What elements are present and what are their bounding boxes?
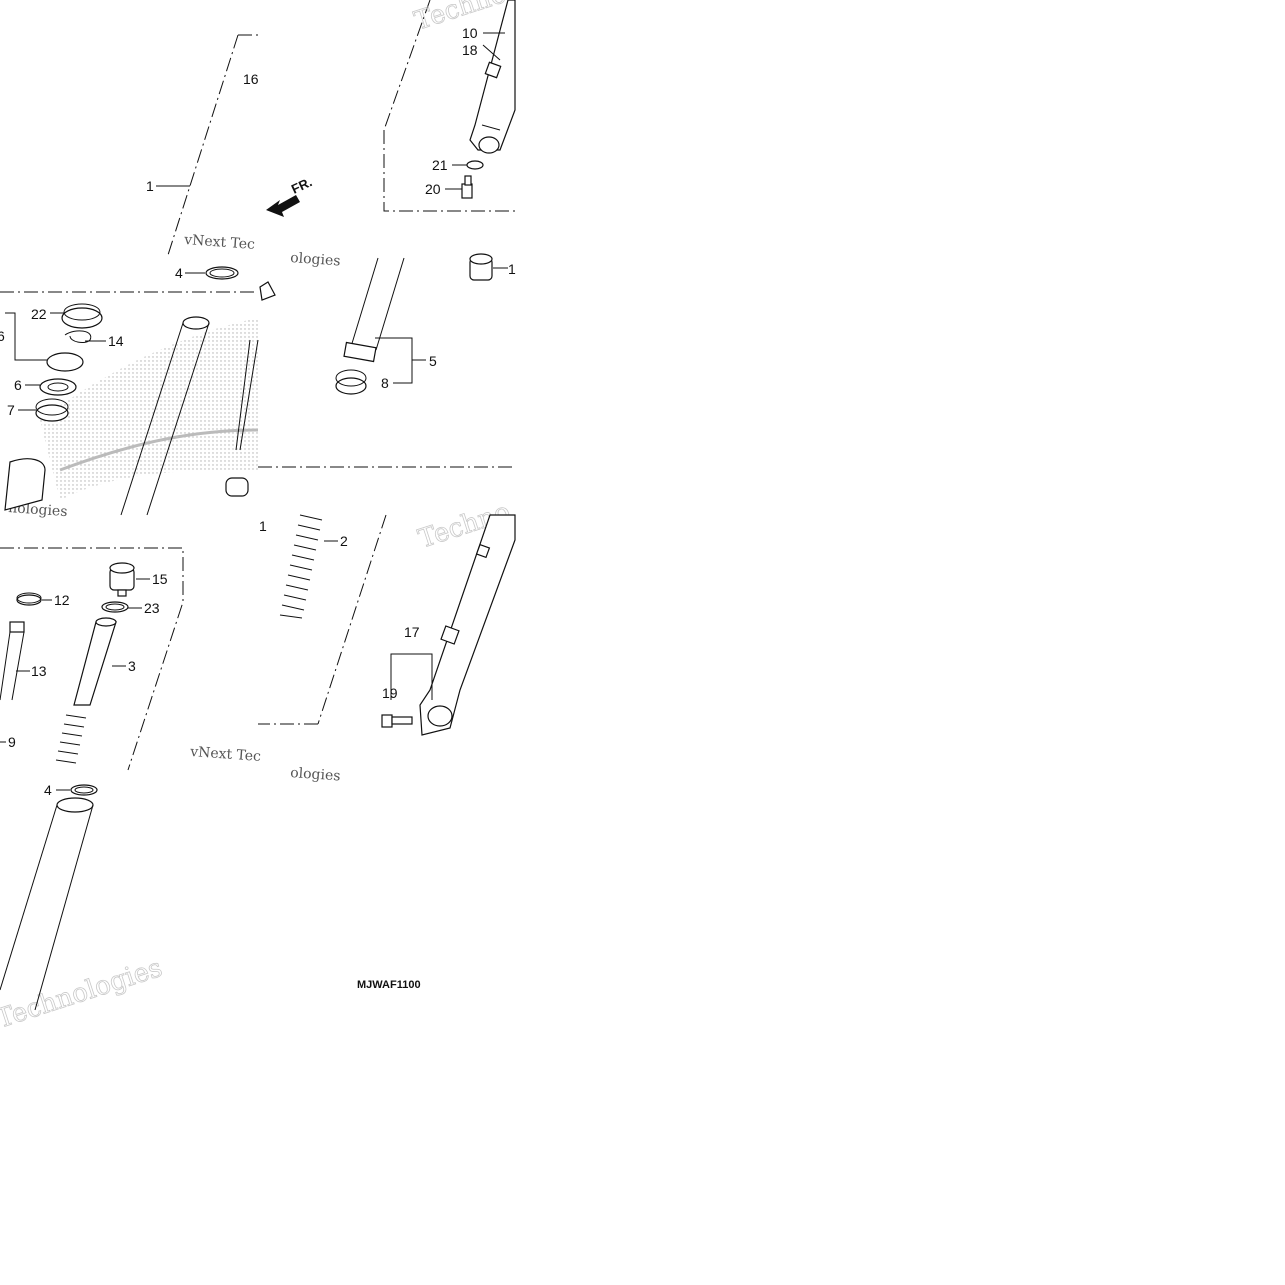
bolt-19 <box>381 714 413 728</box>
washer-21 <box>466 160 484 170</box>
inner-tube-5 <box>343 257 405 363</box>
panel-boundaries <box>0 0 515 771</box>
cap-bolt-15 <box>109 562 135 597</box>
fr-label: FR. <box>289 174 314 196</box>
watermark-vnext-2: vNext Tec <box>189 744 262 765</box>
brand-wing-watermark <box>40 318 259 500</box>
oil-seal-6 <box>39 352 84 396</box>
bushing-8 <box>335 369 367 395</box>
callout-21: 21 <box>432 157 448 173</box>
watermark-techno-1: Techno <box>411 0 510 37</box>
diagram-code: MJWAF1100 <box>357 979 421 991</box>
o-ring-4-top <box>205 266 239 280</box>
fork-outer-tube-upper <box>469 0 516 154</box>
callout-16: 16 <box>243 71 259 87</box>
piston-13 <box>0 621 25 701</box>
callout-10: 10 <box>462 25 478 41</box>
callout-13: 13 <box>31 663 47 679</box>
watermark-ologies-1: ologies <box>290 250 341 269</box>
callout-numbers: 16 1 4 10 18 21 20 1 5 8 22 6 14 6 7 1 2… <box>0 25 516 798</box>
front-direction-arrow: FR. <box>266 174 314 217</box>
fork-spring-2 <box>279 514 323 619</box>
fork-outer-tube-lower <box>419 514 516 736</box>
spring-9 <box>55 714 87 764</box>
back-up-ring-7 <box>35 398 69 422</box>
callout-19: 19 <box>382 685 398 701</box>
callout-1-right: 1 <box>508 261 516 277</box>
bolt-20 <box>461 175 473 199</box>
callout-1: 1 <box>146 178 154 194</box>
callout-7: 7 <box>7 402 15 418</box>
callout-8: 8 <box>381 375 389 391</box>
callout-12: 12 <box>54 592 70 608</box>
ring-12 <box>16 592 42 606</box>
cap-11-top <box>469 253 493 281</box>
callout-20: 20 <box>425 181 441 197</box>
watermark-vnext-1: vNext Tec <box>183 232 256 253</box>
o-ring-4-lower <box>70 784 98 796</box>
callout-18: 18 <box>462 42 478 58</box>
watermark-technologies: Technologies <box>0 953 166 1035</box>
dust-seal-22 <box>61 303 103 329</box>
leader-lines <box>0 32 508 791</box>
callout-15: 15 <box>152 571 168 587</box>
callout-23: 23 <box>144 600 160 616</box>
callout-4-top: 4 <box>175 265 183 281</box>
callout-2: 2 <box>340 533 348 549</box>
callout-22: 22 <box>31 306 47 322</box>
watermark-texts: vNext Tec ologies nologies vNext Tec olo… <box>0 0 514 1035</box>
callout-17: 17 <box>404 624 420 640</box>
damper-tube <box>0 797 94 1011</box>
callout-1-mid: 1 <box>259 518 267 534</box>
clip-14 <box>64 330 92 344</box>
watermark-ologies-2: ologies <box>290 765 341 784</box>
o-ring-23 <box>101 601 129 613</box>
callout-5: 5 <box>429 353 437 369</box>
callout-9: 9 <box>8 734 16 750</box>
damper-rod-partial <box>225 281 276 497</box>
inner-tube-long <box>120 316 210 516</box>
callout-14: 14 <box>108 333 124 349</box>
callout-4-lower: 4 <box>44 782 52 798</box>
callout-3: 3 <box>128 658 136 674</box>
collar-3 <box>73 617 117 706</box>
fork-slider-partial <box>4 458 46 511</box>
callout-6: 6 <box>14 377 22 393</box>
callout-6-bracket: 6 <box>0 328 5 344</box>
